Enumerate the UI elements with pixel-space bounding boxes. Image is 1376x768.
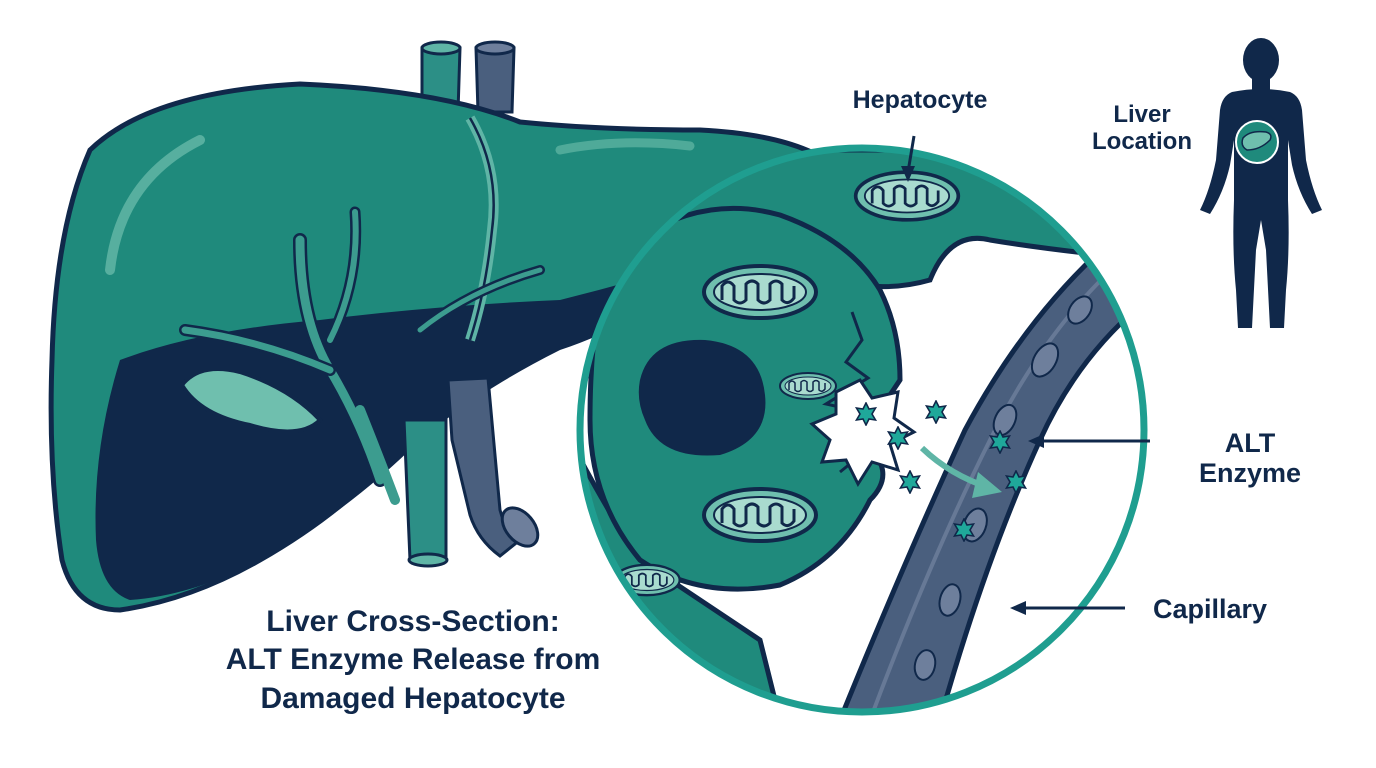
liver-icon [1235,120,1279,164]
liver-location-line-2: Location [1092,127,1192,155]
label-pointers [901,135,1150,615]
title-line-2: ALT Enzyme Release from [225,643,601,677]
mitochondrion-icon [702,264,818,320]
human-silhouette-icon [1200,38,1322,328]
mitochondrion-icon [778,371,838,401]
liver-location-line-1: Liver [1113,101,1171,128]
portal-vein-bottom [355,376,540,568]
hepatocyte-label: Hepatocyte [852,86,988,114]
alt-enzyme-line-2: Enzyme [1198,458,1302,489]
mitochondrion-icon [702,487,818,543]
alt-enzyme-label: ALT Enzyme [1170,428,1330,488]
liver-location-label: Liver Location [1072,101,1212,156]
title-line-3: Damaged Hepatocyte [260,681,566,715]
alt-enzyme-line-1: ALT [1224,428,1276,458]
diagram-title: Liver Cross-Section: ALT Enzyme Release … [188,603,638,718]
title-line-1: Liver Cross-Section: [266,605,560,638]
zoom-circle [576,144,1148,716]
capillary-label: Capillary [1152,594,1268,624]
